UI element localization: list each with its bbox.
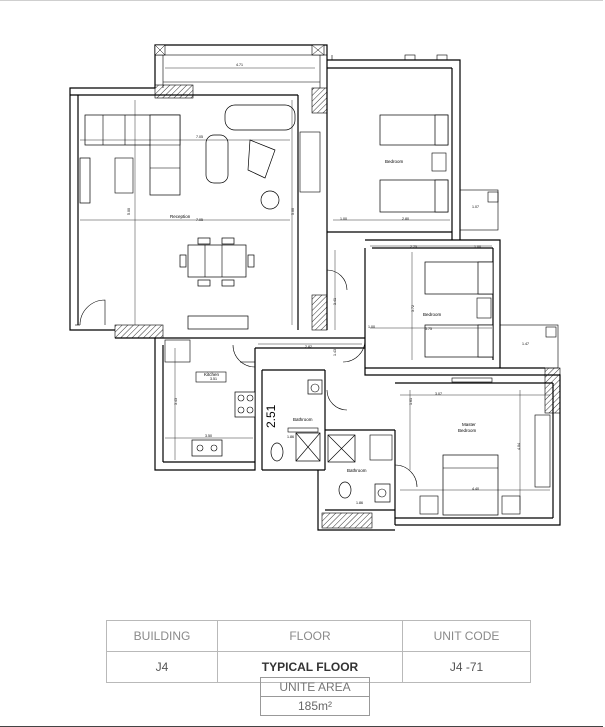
- dim-bed1-small: 1.00: [340, 217, 347, 221]
- header-building: BUILDING: [105, 620, 219, 652]
- dim-reception-h: 5.00: [127, 208, 131, 215]
- dim-kitchen-w: 3.50: [205, 434, 212, 438]
- columns: [114, 44, 561, 529]
- dim-bath-w: 1.86: [287, 435, 294, 439]
- dim-master-w: 4.40: [472, 487, 479, 491]
- label-master-bedroom-2: Bedroom: [458, 428, 477, 433]
- dim-bed2-w2: 2.75: [410, 245, 417, 249]
- walls: [69, 44, 561, 531]
- header-unit-code: UNIT CODE: [402, 620, 531, 652]
- dim-corridor-w: 2.82: [305, 345, 312, 349]
- dim-bed2-small2: 1.00: [368, 325, 375, 329]
- dimension-labels: 4.71 7.05 7.05 5.00 5.00 2.80 1.00 1.07 …: [127, 63, 529, 505]
- dim-bed2-w: 3.75: [425, 327, 432, 331]
- dim-master-w2: 3.07: [435, 392, 442, 396]
- dim-corridor-h2: 3.41: [333, 298, 337, 305]
- dim-reception-w2: 7.05: [196, 218, 203, 222]
- label-bedroom-2: Bedroom: [423, 312, 442, 317]
- dim-bath2-w: 1.86: [356, 501, 363, 505]
- dim-corridor-h: 1.43: [333, 349, 337, 356]
- dim-bed1-w: 2.80: [402, 217, 409, 221]
- label-bedroom-1: Bedroom: [385, 159, 404, 164]
- unit-area-box: UNITE AREA 185m²: [260, 677, 370, 716]
- dim-bed1-side: 1.07: [472, 205, 479, 209]
- room-labels: Reception Bedroom Bedroom Master Bedroom…: [170, 159, 477, 473]
- dim-reception-w: 7.05: [196, 135, 203, 139]
- header-floor: FLOOR: [217, 620, 403, 652]
- dim-bed2-small: 1.00: [474, 245, 481, 249]
- dim-reception-h2: 5.00: [291, 208, 295, 215]
- dim-bath-big: 2.51: [264, 404, 278, 428]
- label-kitchen: Kitchen: [204, 372, 220, 377]
- value-building: J4: [105, 651, 219, 683]
- dim-kitchen-top: 3.51: [210, 377, 217, 381]
- dim-bed2-h: 3.72: [411, 305, 415, 312]
- info-table: BUILDING FLOOR UNIT CODE J4 TYPICAL FLOO…: [105, 620, 531, 683]
- value-unit-code: J4 -71: [402, 651, 531, 683]
- dimension-lines: [80, 67, 550, 510]
- dim-master-left: 1.61: [409, 398, 413, 405]
- dim-kitchen-h: 3.43: [174, 398, 178, 405]
- unit-area-label: UNITE AREA: [279, 680, 351, 694]
- label-bathroom-2: Bathroom: [347, 468, 367, 473]
- label-bathroom-1: Bathroom: [293, 417, 313, 422]
- label-reception: Reception: [170, 214, 191, 219]
- floor-plan: Reception Bedroom Bedroom Master Bedroom…: [69, 44, 561, 531]
- dim-balcony-w: 1.47: [522, 342, 529, 346]
- dim-top: 4.71: [236, 63, 243, 67]
- furniture: [79, 104, 551, 516]
- unit-area-value: 185m²: [261, 696, 369, 715]
- dim-master-h: 4.04: [517, 443, 521, 450]
- doors: [79, 269, 418, 488]
- label-master-bedroom-1: Master: [462, 422, 476, 427]
